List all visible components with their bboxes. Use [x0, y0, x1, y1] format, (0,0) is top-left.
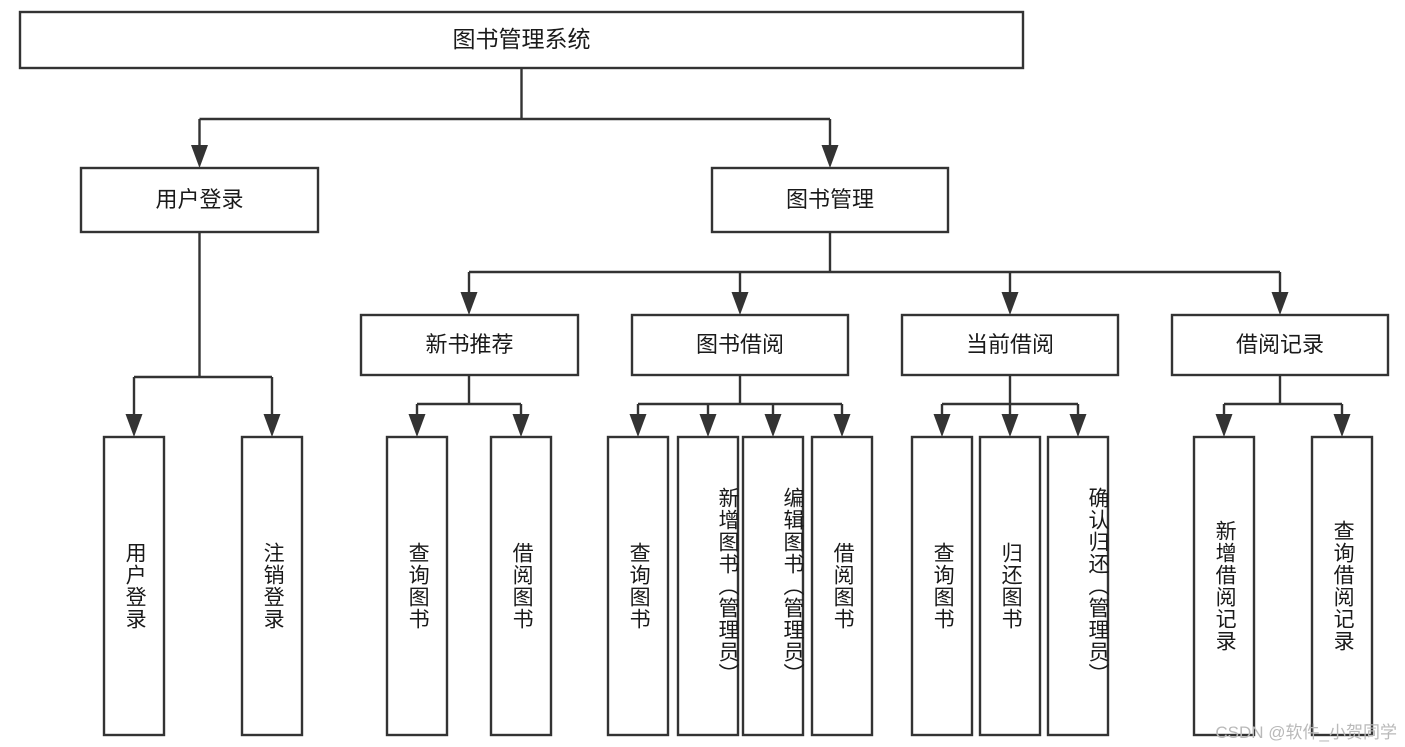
- arrow-head-leaf-confirm-return: [1069, 414, 1087, 437]
- arrow-head-leaf-add-book: [699, 414, 717, 437]
- arrow-head-user-login: [191, 145, 208, 168]
- node-book-manage[interactable]: 图书管理: [710, 166, 950, 234]
- leaf-nodes: [102, 435, 1374, 737]
- node-book-manage-label: 图书管理: [786, 187, 874, 212]
- arrow-head-leaf-query-book-3: [933, 414, 951, 437]
- watermark-text: CSDN @软件_小贺同学: [1215, 723, 1397, 742]
- arrow-head-leaf-edit-book: [764, 414, 782, 437]
- node-leaf-add-book-box[interactable]: [676, 435, 740, 737]
- node-leaf-user-login-box[interactable]: [102, 435, 166, 737]
- node-book-borrow[interactable]: 图书借阅: [630, 313, 850, 377]
- arrow-head-leaf-query-book-2: [629, 414, 647, 437]
- node-book-borrow-box[interactable]: [630, 313, 850, 377]
- node-leaf-logout-login-box[interactable]: [240, 435, 304, 737]
- arrow-head-leaf-return-book: [1001, 414, 1019, 437]
- arrow-head-leaf-borrow-book-1: [512, 414, 530, 437]
- node-user-login-label: 用户登录: [155, 187, 243, 212]
- node-leaf-borrow-book-2-box[interactable]: [810, 435, 874, 737]
- node-current-borrow-label: 当前借阅: [966, 332, 1054, 357]
- node-root-box[interactable]: [18, 10, 1025, 70]
- node-leaf-confirm-return-box[interactable]: [1046, 435, 1110, 737]
- node-leaf-return-book-box[interactable]: [978, 435, 1042, 737]
- arrow-head-leaf-add-record: [1215, 414, 1233, 437]
- node-leaf-query-book-3-box[interactable]: [910, 435, 974, 737]
- arrow-head-book-borrow: [731, 292, 749, 315]
- node-leaf-query-record-box[interactable]: [1310, 435, 1374, 737]
- arrow-head-leaf-user-login: [125, 414, 143, 437]
- node-user-login-box[interactable]: [79, 166, 320, 234]
- arrow-head-leaf-query-book-1: [408, 414, 426, 437]
- node-leaf-edit-book-box[interactable]: [741, 435, 805, 737]
- arrow-head-leaf-query-record: [1333, 414, 1351, 437]
- node-new-book-recommend-label: 新书推荐: [425, 332, 513, 357]
- node-borrow-record-label: 借阅记录: [1236, 332, 1324, 357]
- node-current-borrow-box[interactable]: [900, 313, 1120, 377]
- node-current-borrow[interactable]: 当前借阅: [900, 313, 1120, 377]
- node-leaf-borrow-book-1-box[interactable]: [489, 435, 553, 737]
- arrow-head-new-book-recommend: [460, 292, 478, 315]
- node-borrow-record-box[interactable]: [1170, 313, 1390, 377]
- node-borrow-record[interactable]: 借阅记录: [1170, 313, 1390, 377]
- node-root-label: 图书管理系统: [453, 26, 591, 52]
- node-leaf-add-record-box[interactable]: [1192, 435, 1256, 737]
- arrow-head-leaf-logout-login: [263, 414, 281, 437]
- node-book-manage-box[interactable]: [710, 166, 950, 234]
- arrow-head-current-borrow: [1001, 292, 1019, 315]
- node-new-book-recommend-box[interactable]: [359, 313, 580, 377]
- connectors: [125, 68, 1351, 437]
- node-user-login[interactable]: 用户登录: [79, 166, 320, 234]
- node-leaf-query-book-1-box[interactable]: [385, 435, 449, 737]
- arrow-head-book-manage: [821, 145, 839, 168]
- arrow-head-leaf-borrow-book-2: [833, 414, 851, 437]
- arrow-head-borrow-record: [1271, 292, 1289, 315]
- node-new-book-recommend[interactable]: 新书推荐: [359, 313, 580, 377]
- node-book-borrow-label: 图书借阅: [696, 332, 784, 357]
- node-root[interactable]: 图书管理系统: [18, 10, 1025, 70]
- node-leaf-query-book-2-box[interactable]: [606, 435, 670, 737]
